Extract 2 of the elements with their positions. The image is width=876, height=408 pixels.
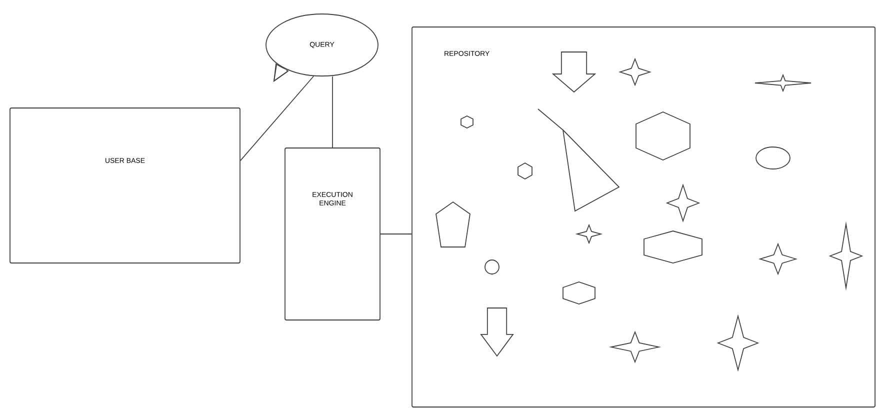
connector-line (240, 76, 314, 161)
connector-line (332, 76, 333, 148)
